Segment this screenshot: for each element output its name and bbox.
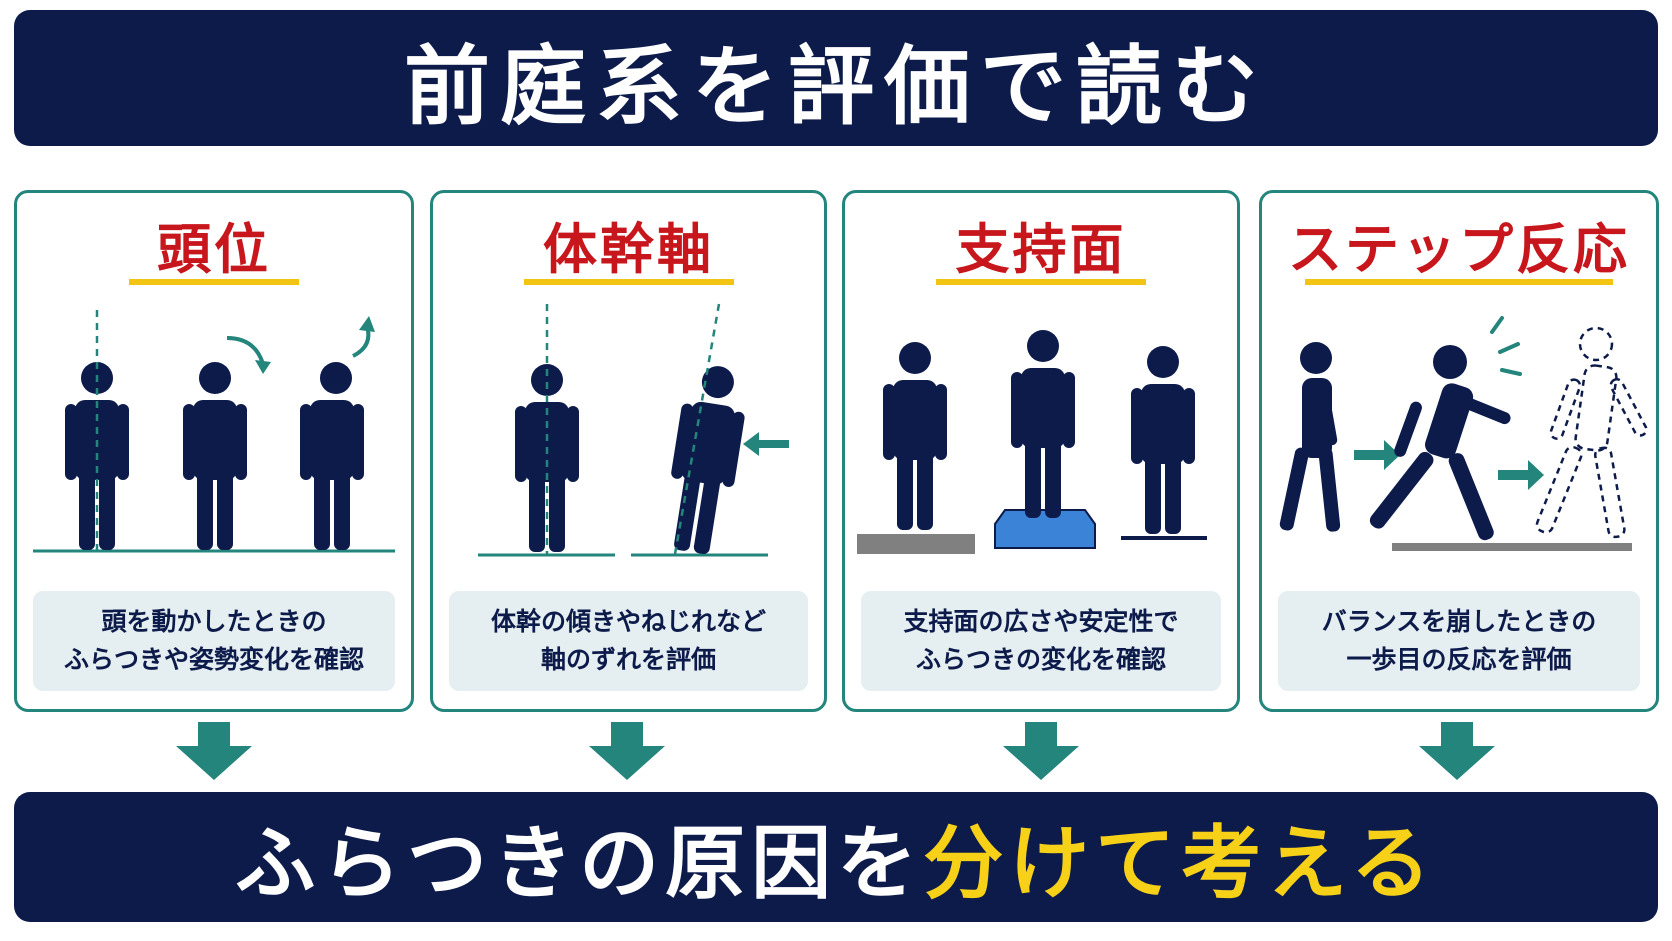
title-banner: 前庭系を評価で読む [14,10,1658,146]
trunk-axis-illustration [478,303,789,558]
person-figure-icon [183,362,247,550]
person-figure-icon [1369,345,1511,541]
card-title: 体幹軸 [543,218,714,281]
rotate-arrow-icon [226,336,265,365]
next-step-figure [1535,326,1648,539]
person-figure-icon [1279,342,1341,532]
card-description: バランスを崩したときの 一歩目の反応を評価 [1278,591,1640,691]
card-description: 支持面の広さや安定性で ふらつきの変化を確認 [861,591,1221,691]
support-surface-illustration [857,330,1207,554]
person-figure-icon [300,362,364,550]
tilted-axis-line [673,303,721,555]
card-head-position: 頭位 頭を動かしたときの ふらつきや姿勢変化を確認 [14,190,414,712]
card-trunk-axis: 体幹軸 体幹の傾きやねじれなど 軸のずれを評価 [430,190,827,712]
page-title: 前庭系を評価で読む [404,36,1268,137]
card-title: ステップ反応 [1288,218,1630,281]
title-underline [523,279,734,285]
down-arrow-icon [176,722,252,780]
person-figure-icon [1131,346,1195,534]
conclusion-highlight: 分けて考える [923,817,1437,910]
impact-lines-icon [1490,316,1522,376]
floor-block [1392,543,1632,551]
floor-block [857,534,975,554]
card-description: 頭を動かしたときの ふらつきや姿勢変化を確認 [33,591,395,691]
foam-pad [994,509,1096,549]
person-figure-icon [659,361,753,558]
down-arrow-icon [1003,722,1079,780]
head-position-illustration [33,310,395,553]
title-underline [129,279,299,285]
next-arrow-icon [1498,470,1528,480]
title-underline [936,279,1146,285]
down-arrow-icon [589,722,665,780]
card-description: 体幹の傾きやねじれなど 軸のずれを評価 [449,591,808,691]
title-underline [1305,279,1613,285]
push-arrow-icon [759,440,789,448]
person-figure-icon [1011,330,1075,518]
person-figure-icon [515,364,579,552]
conclusion-text: ふらつきの原因を [235,817,924,910]
card-support-surface: 支持面 支持面の広さや安定性で ふらつきの変化を確認 [842,190,1240,712]
next-arrow-icon [1354,450,1384,460]
step-reaction-illustration [1279,316,1648,551]
person-figure-icon [883,342,947,530]
card-step-reaction: ステップ反応 [1259,190,1659,712]
conclusion-banner: ふらつきの原因を分けて考える [14,792,1658,922]
card-title: 頭位 [157,218,271,281]
card-title: 支持面 [955,218,1127,281]
down-arrow-icon [1419,722,1495,780]
